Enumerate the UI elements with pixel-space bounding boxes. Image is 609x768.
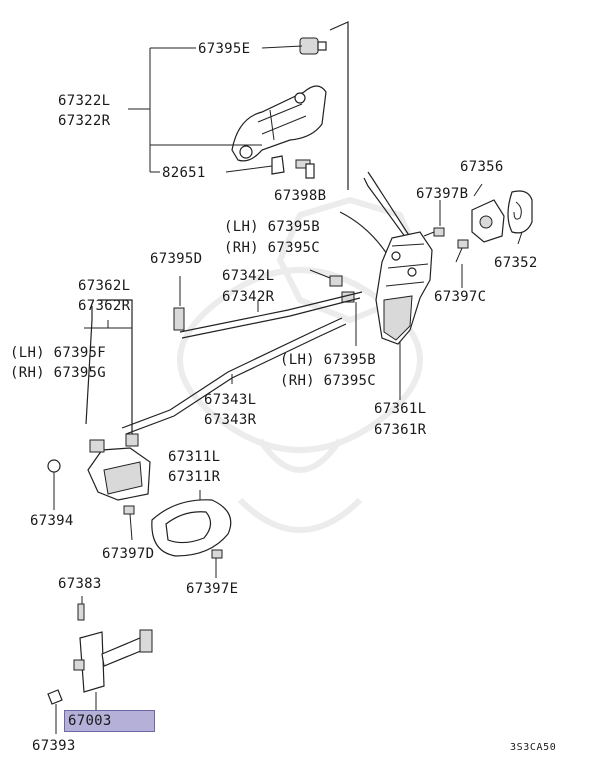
label-67393: 67393 [32,738,76,754]
label-67397B: 67397B [416,186,469,202]
cover-67352 [507,190,533,234]
label-67397D: 67397D [102,546,155,562]
label-67395D: 67395D [150,251,203,267]
label-67383: 67383 [58,576,102,592]
label-67322R: 67322R [58,113,111,129]
label-67395G-rh: (RH) 67395G [10,365,107,381]
label-67356: 67356 [460,159,504,175]
label-67342R: 67342R [222,289,275,305]
door-lock-assembly [375,231,433,345]
label-67343L: 67343L [204,392,257,408]
label-67395C-rh-lower: (RH) 67395C [280,373,377,389]
label-67397C: 67397C [434,289,487,305]
screw-67397B [423,227,445,237]
label-67398B: 67398B [274,188,327,204]
inner-handle-bracket [87,433,151,501]
door-check-67003 [73,629,153,693]
label-67342L: 67342L [222,268,275,284]
screw-67397E [211,549,223,578]
inner-door-handle [151,490,232,557]
label-82651: 82651 [162,165,206,181]
screw-67397D [123,505,135,541]
grommet-67394 [47,459,61,473]
label-67311L: 67311L [168,449,221,465]
label-67395E: 67395E [198,41,251,57]
screw-67397C [455,239,469,263]
lock-striker-67356 [471,199,505,243]
label-67361R: 67361R [374,422,427,438]
label-67395C-rh: (RH) 67395C [224,240,321,256]
pin-67383 [77,603,85,621]
label-67395F-lh: (LH) 67395F [10,345,107,361]
clip-82651 [271,155,285,175]
label-67362L: 67362L [78,278,131,294]
diagram-code: 3S3CA50 [510,742,557,753]
label-67397E: 67397E [186,581,239,597]
label-67322L: 67322L [58,93,111,109]
label-67395B-lh-lower: (LH) 67395B [280,352,377,368]
clip-67395D [173,307,185,331]
nut-67393 [47,689,63,705]
clip-67395E [299,37,327,55]
outer-door-handle [231,85,327,162]
label-67343R: 67343R [204,412,257,428]
bolt-67398B [295,159,315,179]
label-67394: 67394 [30,513,74,529]
label-67362R: 67362R [78,298,131,314]
label-67311R: 67311R [168,469,221,485]
label-67395B-lh: (LH) 67395B [224,219,321,235]
label-67352: 67352 [494,255,538,271]
label-67003-highlighted[interactable]: 67003 [64,710,155,732]
label-67361L: 67361L [374,401,427,417]
